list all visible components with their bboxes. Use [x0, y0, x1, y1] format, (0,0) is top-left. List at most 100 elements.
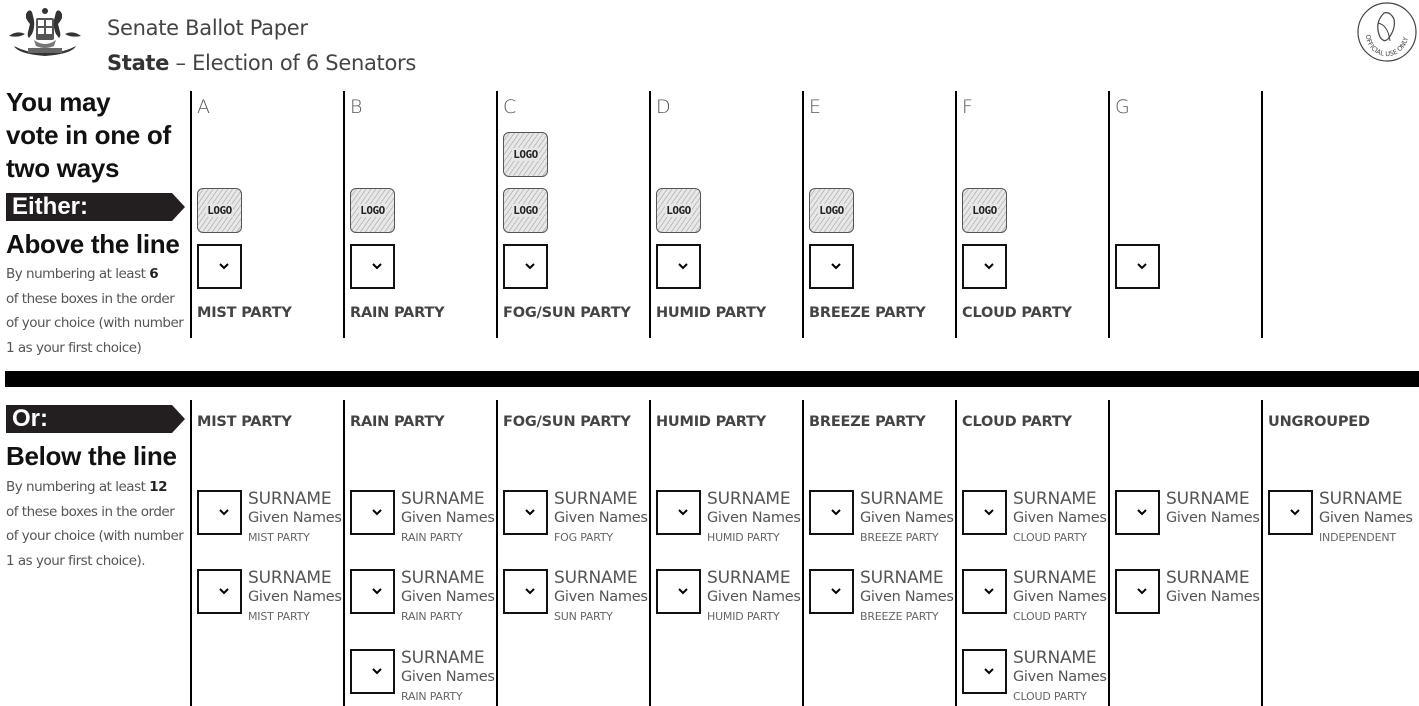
candidate-surname: SURNAME [1013, 648, 1097, 668]
chevron-down-icon [525, 509, 535, 516]
btl-vote-box[interactable] [197, 490, 242, 535]
instruction-text: of these boxes in the order [6, 290, 175, 307]
either-banner: Either: [6, 193, 185, 221]
btl-vote-box[interactable] [350, 490, 395, 535]
party-logo-icon: LOGO [197, 188, 242, 233]
atl-vote-box-d[interactable] [656, 244, 701, 289]
party-name: FOG/SUN PARTY [503, 305, 631, 321]
above-the-line-heading: Above the line [6, 229, 180, 259]
candidate-given-names: Given Names [707, 589, 801, 605]
candidate-given-names: Given Names [248, 510, 342, 526]
column-divider [496, 400, 498, 706]
btl-vote-box[interactable] [656, 569, 701, 614]
above-the-line-instructions: By numbering at least 6 of these boxes i… [6, 262, 184, 360]
state-label: State [107, 51, 170, 75]
chevron-down-icon [984, 263, 994, 270]
line-divider [5, 371, 1419, 387]
ballot-subtitle: State – Election of 6 Senators [107, 51, 416, 75]
chevron-down-icon [831, 263, 841, 270]
candidate-surname: SURNAME [248, 489, 332, 509]
chevron-down-icon [1137, 263, 1147, 270]
candidate-party: MIST PARTY [248, 610, 310, 623]
min-count-btl: 12 [149, 479, 167, 495]
column-divider [496, 91, 498, 338]
election-description: – Election of 6 Senators [169, 51, 417, 75]
btl-vote-box[interactable] [962, 649, 1007, 694]
btl-column-header: MIST PARTY [197, 414, 292, 430]
atl-vote-box-b[interactable] [350, 244, 395, 289]
btl-vote-box[interactable] [197, 569, 242, 614]
party-name: HUMID PARTY [656, 305, 767, 321]
chevron-down-icon [984, 668, 994, 675]
intro-heading: You may vote in one of two ways [6, 86, 191, 185]
instruction-text: of your choice (with number [6, 528, 184, 544]
btl-vote-box[interactable] [1268, 490, 1313, 535]
group-letter: E [809, 96, 822, 118]
candidate-surname: SURNAME [707, 568, 791, 588]
chevron-down-icon [678, 509, 688, 516]
atl-vote-box-c[interactable] [503, 244, 548, 289]
candidate-party: HUMID PARTY [707, 610, 780, 623]
atl-vote-box-a[interactable] [197, 244, 242, 289]
candidate-given-names: Given Names [248, 589, 342, 605]
candidate-party: INDEPENDENT [1319, 531, 1396, 544]
candidate-surname: SURNAME [1013, 568, 1097, 588]
btl-column-header: CLOUD PARTY [962, 414, 1072, 430]
chevron-down-icon [831, 588, 841, 595]
btl-vote-box[interactable] [503, 569, 548, 614]
candidate-party: MIST PARTY [248, 531, 310, 544]
btl-vote-box[interactable] [350, 649, 395, 694]
below-the-line-heading: Below the line [6, 441, 177, 471]
candidate-party: FOG PARTY [554, 531, 613, 544]
btl-column-header: UNGROUPED [1268, 414, 1370, 430]
candidate-party: SUN PARTY [554, 610, 613, 623]
candidate-given-names: Given Names [401, 669, 495, 685]
btl-vote-box[interactable] [1115, 569, 1160, 614]
candidate-party: HUMID PARTY [707, 531, 780, 544]
party-name: BREEZE PARTY [809, 305, 926, 321]
party-logo-icon: LOGO [809, 188, 854, 233]
instruction-text: of these boxes in the order [6, 503, 175, 520]
column-divider [955, 400, 957, 706]
column-divider [649, 400, 651, 706]
atl-vote-box-f[interactable] [962, 244, 1007, 289]
below-the-line-instructions: By numbering at least 12 of these boxes … [6, 475, 184, 573]
candidate-party: CLOUD PARTY [1013, 610, 1087, 623]
btl-vote-box[interactable] [1115, 490, 1160, 535]
group-letter: A [197, 96, 210, 118]
party-logo-icon: LOGO [503, 132, 548, 177]
group-letter: B [350, 96, 363, 118]
party-logo-icon: LOGO [962, 188, 1007, 233]
intro-line-3: two ways [6, 153, 120, 183]
atl-vote-box-g[interactable] [1115, 244, 1160, 289]
btl-vote-box[interactable] [656, 490, 701, 535]
instruction-text: of your choice (with number [6, 315, 184, 331]
candidate-party: RAIN PARTY [401, 531, 463, 544]
candidate-party: BREEZE PARTY [860, 531, 939, 544]
column-divider [1261, 400, 1263, 706]
instruction-text: By numbering at least [6, 479, 150, 495]
btl-vote-box[interactable] [350, 569, 395, 614]
candidate-surname: SURNAME [401, 648, 485, 668]
btl-vote-box[interactable] [809, 490, 854, 535]
candidate-party: CLOUD PARTY [1013, 531, 1087, 544]
chevron-down-icon [678, 588, 688, 595]
candidate-given-names: Given Names [1166, 510, 1260, 526]
btl-vote-box[interactable] [962, 490, 1007, 535]
candidate-surname: SURNAME [1013, 489, 1097, 509]
atl-vote-box-e[interactable] [809, 244, 854, 289]
party-name: MIST PARTY [197, 305, 292, 321]
candidate-party: BREEZE PARTY [860, 610, 939, 623]
btl-vote-box[interactable] [962, 569, 1007, 614]
btl-vote-box[interactable] [503, 490, 548, 535]
btl-vote-box[interactable] [809, 569, 854, 614]
chevron-down-icon [219, 588, 229, 595]
candidate-given-names: Given Names [401, 589, 495, 605]
chevron-down-icon [984, 588, 994, 595]
candidate-given-names: Given Names [1013, 589, 1107, 605]
min-count-atl: 6 [149, 266, 159, 282]
chevron-down-icon [678, 263, 688, 270]
column-divider [1108, 91, 1110, 338]
chevron-down-icon [1290, 509, 1300, 516]
candidate-surname: SURNAME [554, 568, 638, 588]
